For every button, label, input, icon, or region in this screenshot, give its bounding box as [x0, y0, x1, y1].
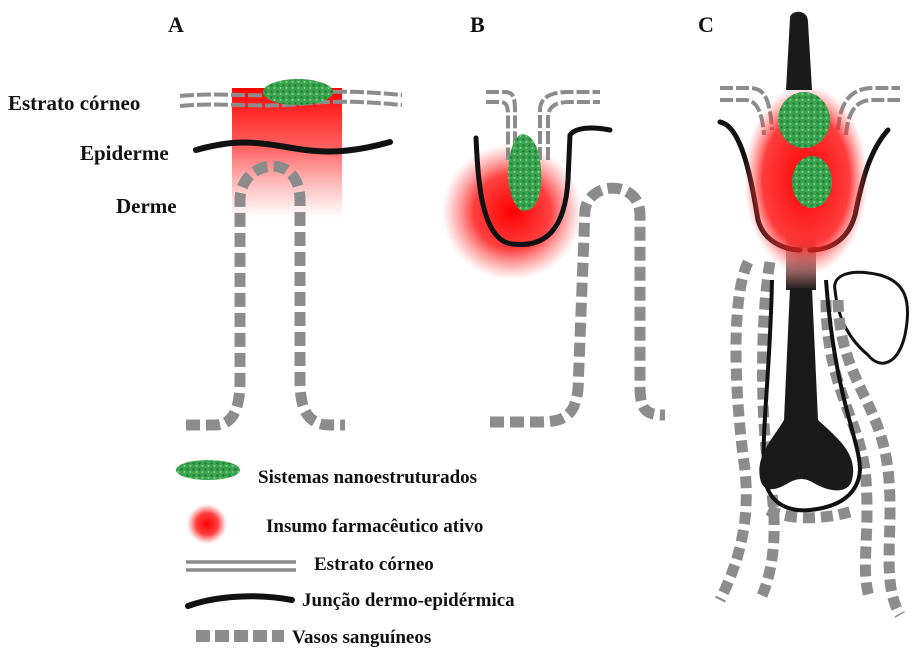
panel-b	[442, 92, 665, 422]
nanosystem-c-1	[778, 92, 830, 148]
hair-shaft-fade-c	[786, 230, 816, 290]
legend-drug-swatch	[187, 504, 227, 544]
panel-label-a: A	[168, 12, 184, 37]
layer-label-epidermis: Epiderme	[80, 141, 169, 165]
legend-stratum-swatch	[186, 562, 296, 570]
panel-a	[180, 79, 402, 425]
sebaceous-gland-c	[835, 272, 908, 363]
legend-vessels-label: Vasos sanguíneos	[292, 627, 431, 648]
nanosystem-b	[508, 134, 541, 210]
legend-stratum-label: Estrato córneo	[314, 554, 434, 575]
panel-c	[720, 12, 908, 615]
legend-junction-swatch	[188, 596, 292, 606]
legend-drug-label: Insumo farmacêutico ativo	[266, 516, 483, 537]
nanosystem-a	[263, 79, 333, 105]
layer-label-stratum: Estrato córneo	[8, 91, 140, 115]
legend-nano-label: Sistemas nanoestruturados	[258, 467, 477, 488]
nanosystem-c-2	[792, 156, 832, 208]
panel-label-c: C	[698, 12, 714, 37]
legend-nano-swatch	[176, 460, 240, 480]
layer-label-dermis: Derme	[116, 194, 177, 218]
legend-junction-label: Junção dermo-epidérmica	[302, 590, 515, 611]
legend: Sistemas nanoestruturados Insumo farmacê…	[176, 460, 515, 648]
hair-shaft-c	[786, 12, 812, 90]
panel-label-b: B	[470, 12, 485, 37]
